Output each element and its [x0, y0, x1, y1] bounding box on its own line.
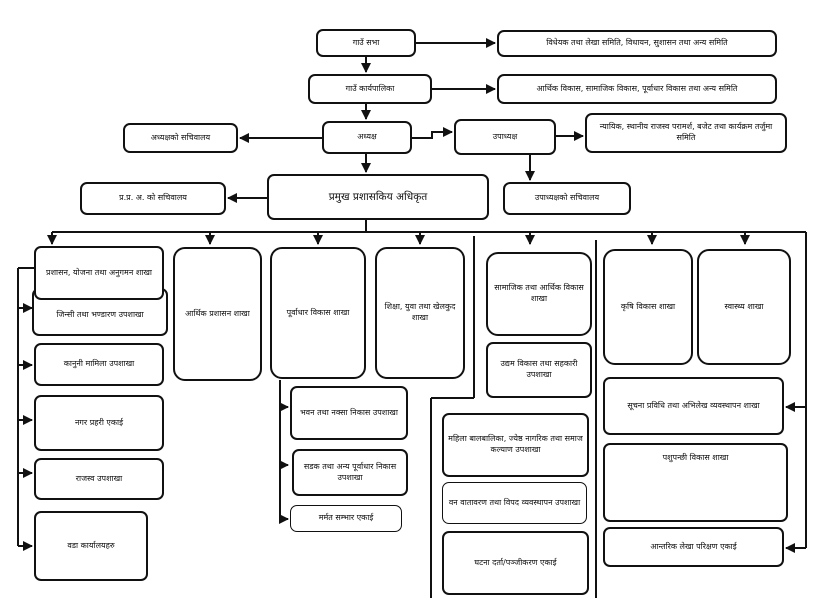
ghatana-ekai-label: घटना दर्ता/पञ्जीकरण एकाई — [474, 557, 557, 567]
karyapalika-label: गाउँ कार्यपालिका — [345, 83, 395, 93]
adhyaksha-sachivalaya-label: अध्यक्षको सचिवालय — [150, 132, 211, 142]
sadak-upshakha-label: सडक तथा अन्य पूर्वाधार निकास उपशाखा — [303, 461, 397, 482]
marmat-ekai-box: मर्मत सम्भार एकाई — [290, 505, 402, 532]
lekha-ekai-label: आन्तरिक लेखा परिक्षण एकाई — [650, 541, 737, 551]
bhawan-upshakha-box: भवन तथा नक्सा निकास उपशाखा — [290, 386, 408, 440]
udyam-upshakha-label: उद्यम विकास तथा सहकारी उपशाखा — [500, 359, 578, 379]
upadhyaksha-sachivalaya-label: उपाध्यक्षको सचिवालय — [534, 193, 600, 203]
bhawan-upshakha-label: भवन तथा नक्सा निकास उपशाखा — [300, 407, 398, 417]
shiksha-shakha-box: शिक्षा, युवा तथा खेलकुद शाखा — [375, 247, 465, 379]
gaun-sabha-label: गाउँ सभा — [352, 37, 380, 47]
kanuni-upshakha-box: कानुनी मामिला उपशाखा — [34, 343, 164, 386]
pashu-shakha-label: पशुपन्छी विकास शाखा — [662, 453, 729, 462]
arthik-prashasan-box: आर्थिक प्रशासन शाखा — [173, 247, 262, 381]
lekha-ekai-box: आन्तरिक लेखा परिक्षण एकाई — [603, 527, 784, 567]
karyapalika-samiti-label: आर्थिक विकास, सामाजिक विकास, पूर्वाधार व… — [536, 83, 738, 93]
adhyaksha-label: अध्यक्ष — [357, 132, 377, 142]
upadhyaksha-samiti-box: न्यायिक, स्थानीय राजस्व परामर्श, बजेट तथ… — [585, 113, 787, 153]
krishi-shakha-box: कृषि विकास शाखा — [603, 249, 693, 365]
upadhyaksha-samiti-label: न्यायिक, स्थानीय राजस्व परामर्श, बजेट तथ… — [599, 122, 773, 142]
arthik-prashasan-label: आर्थिक प्रशासन शाखा — [185, 308, 250, 318]
wada-karyalaya-box: वडा कार्यालयहरु — [34, 511, 148, 581]
nagar-prahari-box: नगर प्रहरी एकाई — [34, 395, 164, 451]
pramukh-sachivalaya-box: प्र.प्र. अ. को सचिवालय — [80, 182, 226, 215]
purbadhar-shakha-box: पूर्वाधार विकास शाखा — [270, 247, 366, 379]
nagar-prahari-label: नगर प्रहरी एकाई — [74, 417, 123, 427]
karyapalika-box: गाउँ कार्यपालिका — [308, 74, 432, 104]
upadhyaksha-sachivalaya-box: उपाध्यक्षको सचिवालय — [503, 182, 631, 215]
mahila-upshakha-box: महिला बालबालिका, ज्येष्ठ नागरिक तथा समाज… — [442, 413, 589, 477]
pashu-shakha-box: पशुपन्छी विकास शाखा — [603, 443, 788, 522]
prashasan-shakha-box: प्रशासन, योजना तथा अनुगमन शाखा — [34, 246, 164, 300]
sadak-upshakha-box: सडक तथा अन्य पूर्वाधार निकास उपशाखा — [292, 449, 408, 496]
pramukh-box: प्रमुख प्रशासकिय अधिकृत — [267, 174, 489, 220]
karyapalika-samiti-box: आर्थिक विकास, सामाजिक विकास, पूर्वाधार व… — [497, 74, 777, 104]
mahila-upshakha-label: महिला बालबालिका, ज्येष्ठ नागरिक तथा समाज… — [448, 434, 583, 454]
batabaran-upshakha-box: वन वातावरण तथा विपद व्यवस्थापन उपशाखा — [442, 482, 587, 524]
swasthya-shakha-box: स्वास्थ्य शाखा — [697, 249, 791, 365]
batabaran-upshakha-label: वन वातावरण तथा विपद व्यवस्थापन उपशाखा — [448, 497, 581, 507]
udyam-upshakha-box: उद्यम विकास तथा सहकारी उपशाखा — [486, 342, 592, 398]
pramukh-sachivalaya-label: प्र.प्र. अ. को सचिवालय — [119, 193, 187, 203]
upadhyaksha-box: उपाध्यक्ष — [454, 119, 556, 155]
jinsi-upshakha-label: जिन्सी तथा भण्डारण उपशाखा — [56, 310, 144, 320]
marmat-ekai-label: मर्मत सम्भार एकाई — [318, 513, 374, 523]
pramukh-label: प्रमुख प्रशासकिय अधिकृत — [328, 190, 428, 203]
swasthya-shakha-label: स्वास्थ्य शाखा — [724, 301, 764, 311]
kanuni-upshakha-label: कानुनी मामिला उपशाखा — [63, 359, 135, 369]
ghatana-ekai-box: घटना दर्ता/पञ्जीकरण एकाई — [442, 531, 589, 595]
adhyaksha-sachivalaya-box: अध्यक्षको सचिवालय — [123, 123, 238, 153]
upadhyaksha-label: उपाध्यक्ष — [492, 131, 518, 141]
purbadhar-shakha-label: पूर्वाधार विकास शाखा — [286, 307, 350, 317]
suchana-shakha-label: सूचना प्रविधि तथा अभिलेख व्यवस्थापन शाखा — [627, 400, 760, 410]
samajik-shakha-label: सामाजिक तथा आर्थिक विकास शाखा — [494, 283, 584, 303]
krishi-shakha-label: कृषि विकास शाखा — [620, 301, 676, 311]
adhyaksha-box: अध्यक्ष — [322, 121, 412, 154]
rajaswa-upshakha-label: राजस्व उपशाखा — [75, 473, 123, 483]
gaun-sabha-box: गाउँ सभा — [316, 29, 416, 57]
sabha-samiti-label: विधेयक तथा लेखा समिति, विधायन, सुशासन तथ… — [546, 38, 728, 48]
suchana-shakha-box: सूचना प्रविधि तथा अभिलेख व्यवस्थापन शाखा — [603, 377, 784, 435]
prashasan-shakha-label: प्रशासन, योजना तथा अनुगमन शाखा — [46, 267, 152, 277]
wada-karyalaya-label: वडा कार्यालयहरु — [67, 540, 115, 550]
rajaswa-upshakha-box: राजस्व उपशाखा — [34, 458, 164, 500]
shiksha-shakha-label: शिक्षा, युवा तथा खेलकुद शाखा — [384, 302, 456, 322]
samajik-shakha-box: सामाजिक तथा आर्थिक विकास शाखा — [486, 252, 592, 336]
sabha-samiti-box: विधेयक तथा लेखा समिति, विधायन, सुशासन तथ… — [497, 30, 777, 57]
